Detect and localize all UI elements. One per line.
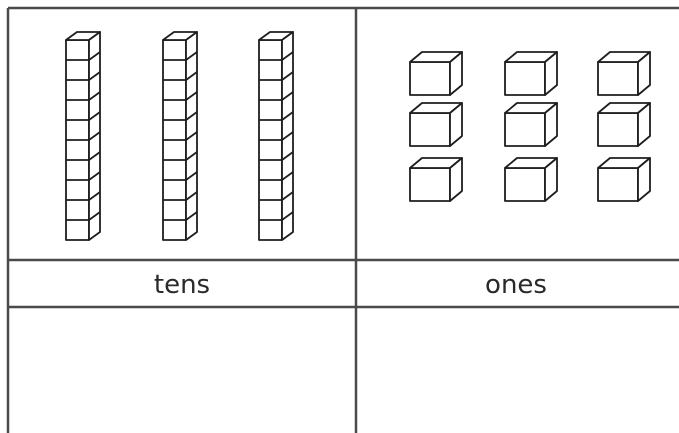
ones-cube xyxy=(504,51,558,96)
tens-answer-cell[interactable] xyxy=(10,309,354,433)
table-grid xyxy=(6,6,679,433)
tens-rod xyxy=(65,31,101,241)
tens-header: tens xyxy=(154,270,210,300)
tens-blocks-area xyxy=(65,31,294,241)
ones-cube xyxy=(504,157,558,202)
ones-cube xyxy=(504,102,558,147)
ones-header: ones xyxy=(485,270,547,300)
ones-blocks-area xyxy=(409,51,651,202)
ones-cube xyxy=(597,102,651,147)
ones-cube xyxy=(409,157,463,202)
ones-cube xyxy=(597,51,651,96)
ones-cube xyxy=(597,157,651,202)
tens-rod xyxy=(258,31,294,241)
ones-answer-cell[interactable] xyxy=(358,309,679,433)
ones-cube xyxy=(409,102,463,147)
tens-rod xyxy=(162,31,198,241)
ones-cube xyxy=(409,51,463,96)
